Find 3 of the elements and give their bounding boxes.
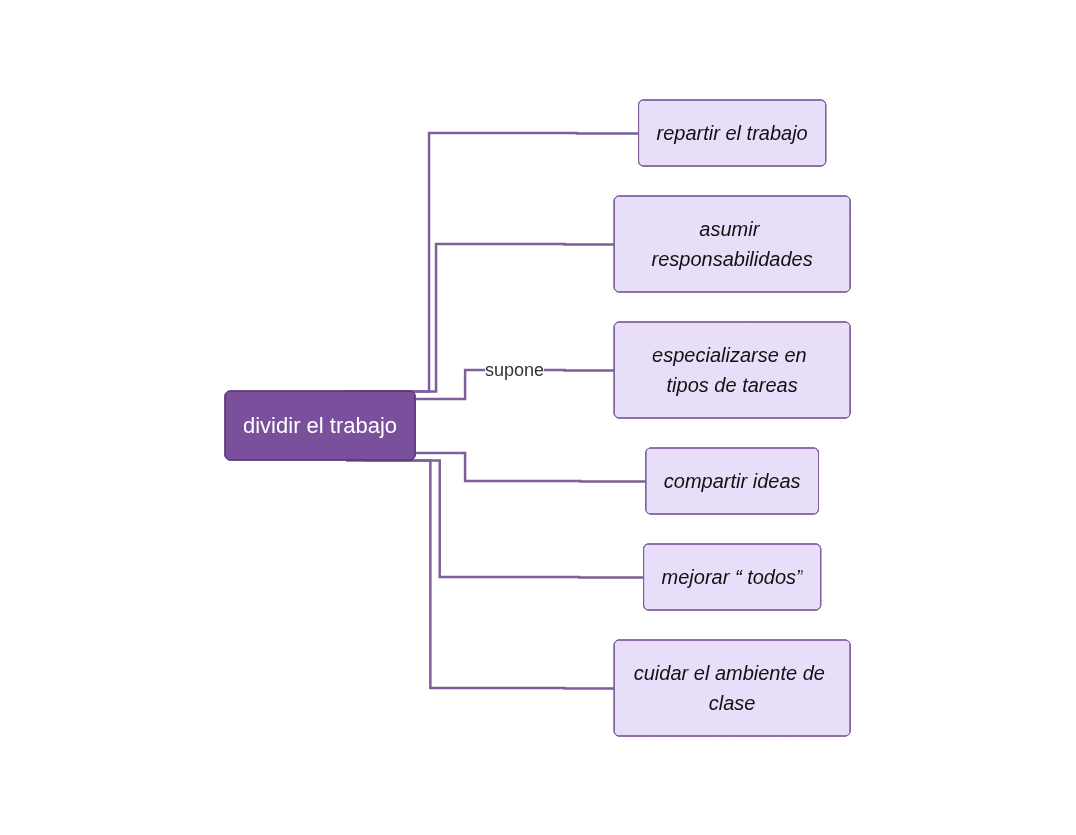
edge-label: supone [485,359,545,379]
connector [416,451,647,483]
connector [346,458,616,690]
